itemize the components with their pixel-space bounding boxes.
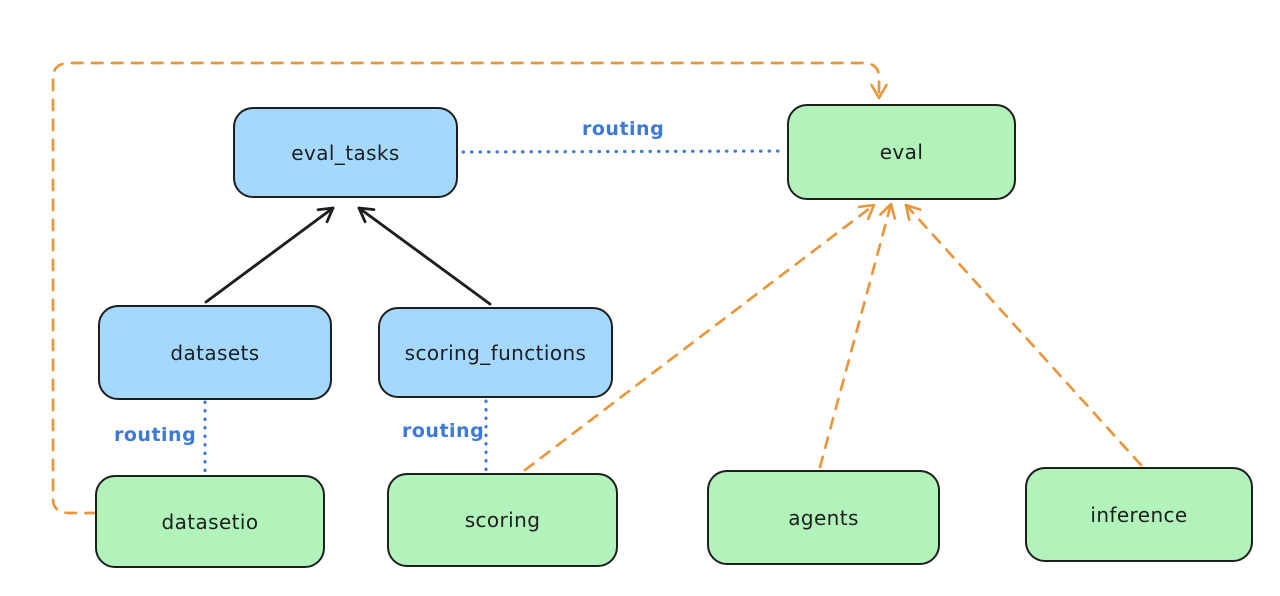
edge-datasetio-to-eval <box>51 61 888 515</box>
edge-scoring-to-eval <box>523 203 876 472</box>
node-scoring-label: scoring <box>464 508 541 532</box>
node-datasetio-label: datasetio <box>161 509 259 534</box>
node-scoring-functions: scoring_functions <box>378 307 613 398</box>
edge-eval_tasks-to-eval <box>461 149 787 154</box>
edge-label-routing-scoring-functions-scoring: routing <box>402 420 485 442</box>
node-inference-label: inference <box>1090 502 1188 527</box>
node-scoring: scoring <box>387 473 618 567</box>
node-eval-tasks-label: eval_tasks <box>291 140 400 165</box>
edge-label-routing-eval-tasks-eval: routing <box>582 118 665 140</box>
node-eval: eval <box>787 104 1016 200</box>
node-inference: inference <box>1025 467 1253 562</box>
node-datasetio: datasetio <box>95 475 325 568</box>
node-eval-label: eval <box>879 140 924 164</box>
edge-label-routing-datasets-datasetio: routing <box>114 424 197 446</box>
node-scoring-functions-label: scoring_functions <box>404 340 587 365</box>
node-eval-tasks: eval_tasks <box>233 107 458 198</box>
node-datasets-label: datasets <box>170 340 260 365</box>
node-datasets: datasets <box>98 305 332 400</box>
node-agents: agents <box>707 470 940 565</box>
edge-scoring_functions-to-eval_tasks <box>357 206 492 306</box>
edge-inference-to-eval <box>904 203 1143 467</box>
edge-agents-to-eval <box>818 202 897 469</box>
edge-datasets-to-eval_tasks <box>204 206 335 304</box>
node-agents-label: agents <box>788 505 859 530</box>
